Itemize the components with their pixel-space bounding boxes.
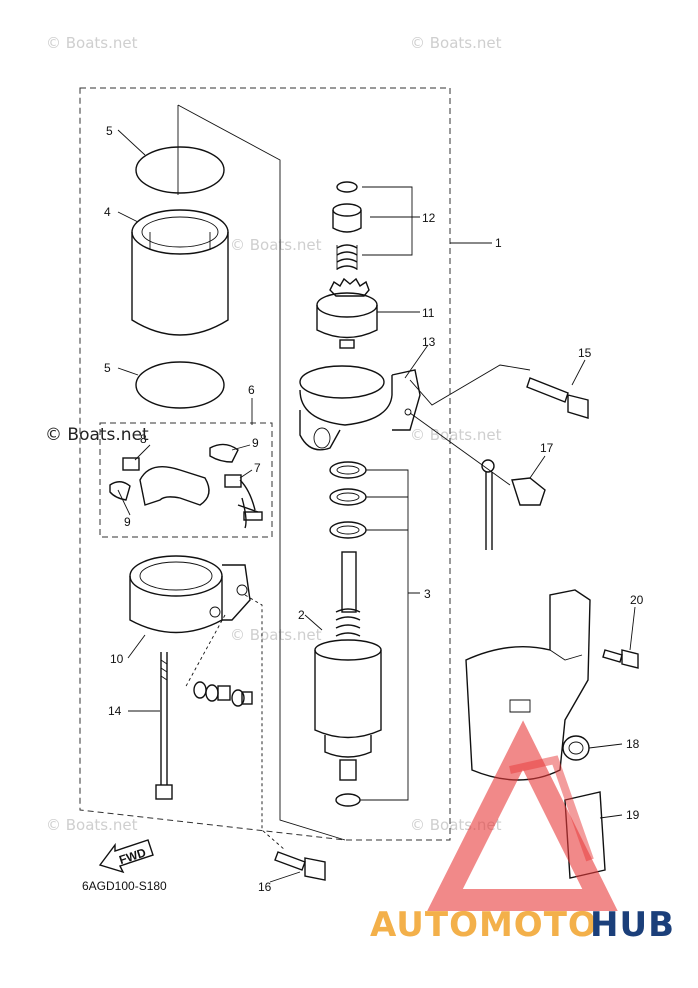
o-ring-bottom — [135, 361, 225, 409]
watermark: © Boats.net — [46, 816, 138, 834]
callout-3: 3 — [424, 587, 431, 601]
through-bolt — [155, 652, 173, 800]
watermark: © Boats.net — [230, 626, 322, 644]
pinion-drive-gear — [316, 277, 378, 349]
yoke-housing — [131, 209, 229, 336]
pinion-collar — [332, 203, 362, 233]
dashed-leader — [184, 594, 286, 851]
callout-17: 17 — [540, 441, 554, 455]
callout-18: 18 — [626, 737, 640, 751]
leader-17 — [409, 412, 511, 486]
callout-6: 6 — [248, 383, 255, 397]
callout-5-bottom: 5 — [104, 361, 111, 375]
lead-wire — [481, 459, 546, 550]
diagram-code: 6AGD100-S180 — [82, 879, 167, 893]
callout-labels: 1 2 3 4 5 5 6 7 8 9 9 10 11 12 13 14 15 … — [104, 124, 644, 894]
armature — [314, 551, 382, 781]
leader-15 — [409, 364, 531, 406]
watermark-dark: © Boats.net — [45, 425, 149, 445]
watermark: © Boats.net — [46, 34, 138, 52]
callout-19: 19 — [626, 808, 640, 822]
logo-text-hub: HUB — [590, 905, 675, 945]
o-ring-top — [135, 146, 225, 194]
callout-10: 10 — [110, 652, 124, 666]
pinion-spring — [336, 244, 358, 270]
callout-13: 13 — [422, 335, 436, 349]
callout-1: 1 — [495, 236, 502, 250]
callout-8: 8 — [140, 432, 147, 446]
assembly-boundary — [79, 87, 451, 841]
callout-14: 14 — [108, 704, 122, 718]
callout-12: 12 — [422, 211, 436, 225]
subassembly-boundary-brushes — [99, 422, 273, 538]
callout-5-top: 5 — [106, 124, 113, 138]
stopper-clip — [336, 181, 358, 193]
forward-direction-arrow: FWD — [98, 839, 154, 874]
callout-4: 4 — [104, 205, 111, 219]
callout-9-left: 9 — [124, 515, 131, 529]
watermark: © Boats.net — [230, 236, 322, 254]
upper-bracket — [299, 365, 421, 451]
callout-7: 7 — [254, 461, 261, 475]
watermark: © Boats.net — [410, 426, 502, 444]
bracket-end-cover — [129, 555, 251, 634]
callout-20: 20 — [630, 593, 644, 607]
mounting-bolt-16 — [274, 851, 326, 881]
shaft-axis-line — [177, 104, 346, 841]
callout-9-right: 9 — [252, 436, 259, 450]
washer-stack — [329, 461, 367, 807]
callout-15: 15 — [578, 346, 592, 360]
watermark: © Boats.net — [410, 34, 502, 52]
bolt-20 — [602, 649, 639, 669]
logo-triangle — [427, 720, 618, 911]
callout-11: 11 — [422, 306, 435, 320]
callout-2: 2 — [298, 608, 305, 622]
automotohub-logo: AUTOMOTO HUB — [370, 720, 675, 945]
grommet — [562, 735, 590, 761]
callout-leaders — [117, 129, 636, 883]
brush-holder-assembly — [109, 443, 263, 529]
callout-16: 16 — [258, 880, 272, 894]
mounting-bolt-15 — [526, 377, 589, 419]
nut-washer-set — [193, 681, 253, 707]
logo-text-automoto: AUTOMOTO — [370, 905, 598, 945]
